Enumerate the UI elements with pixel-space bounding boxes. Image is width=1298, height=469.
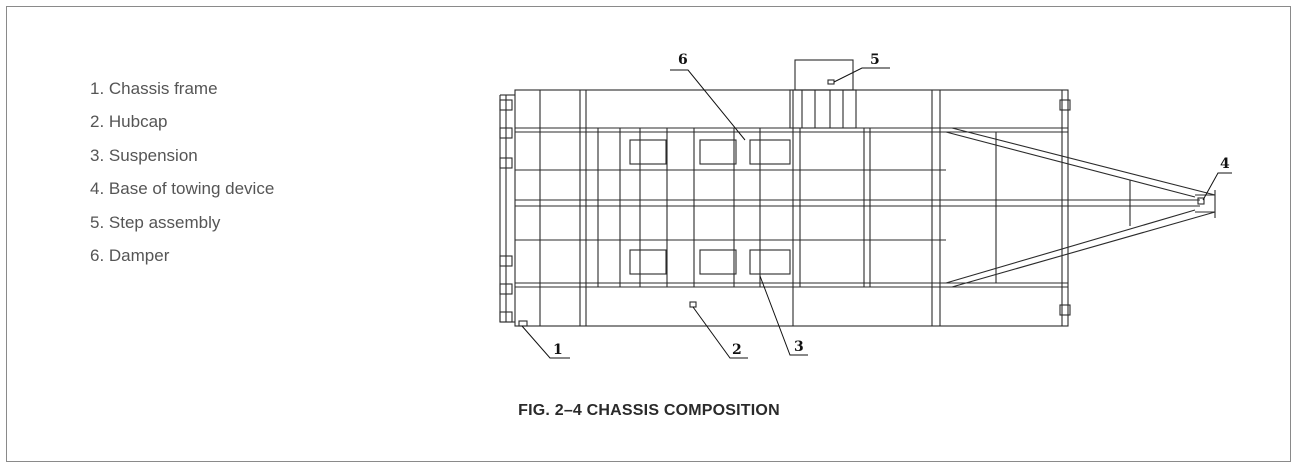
legend-item-step-assembly: 5. Step assembly	[90, 212, 221, 232]
chassis-drawing: 1 2 3 4 5 6	[499, 52, 1232, 359]
legend-item-suspension: 3. Suspension	[90, 145, 198, 165]
callout-2: 2	[732, 342, 742, 358]
callout-6: 6	[678, 52, 688, 68]
legend-item-damper: 6. Damper	[90, 245, 170, 265]
callout-3: 3	[794, 339, 804, 355]
parts-legend: 1. Chassis frame 2. Hubcap 3. Suspension…	[90, 72, 274, 272]
callout-4: 4	[1220, 156, 1230, 172]
legend-item-hubcap: 2. Hubcap	[90, 112, 168, 132]
legend-item-towing-base: 4. Base of towing device	[90, 179, 275, 199]
callout-5: 5	[870, 52, 880, 68]
callout-1: 1	[553, 342, 563, 358]
legend-item-chassis-frame: 1. Chassis frame	[90, 79, 218, 98]
figure-caption: FIG. 2–4 CHASSIS COMPOSITION	[518, 402, 780, 419]
drawbar-upper	[945, 131, 1196, 198]
figure-frame	[6, 6, 1291, 462]
step-assembly-box	[794, 59, 854, 91]
drawbar-lower	[945, 209, 1196, 284]
